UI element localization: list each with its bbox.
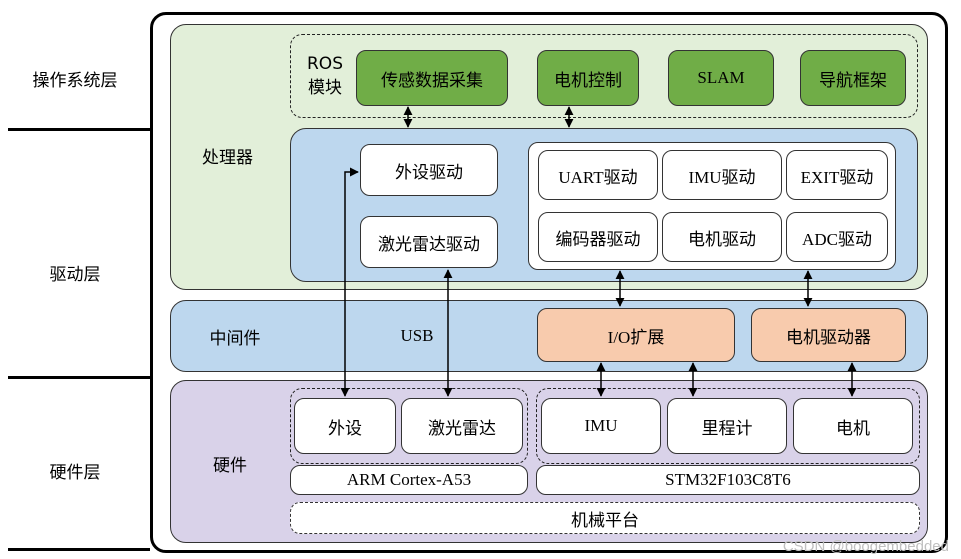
layer-divider xyxy=(8,128,150,131)
hw-imu: IMU xyxy=(541,398,661,454)
mechanical-platform: 机械平台 xyxy=(290,502,920,534)
driver-lidar: 激光雷达驱动 xyxy=(360,216,498,268)
driver-motor: 电机驱动 xyxy=(662,212,782,262)
ros-module-slam: SLAM xyxy=(668,50,774,106)
ros-module-motor-control: 电机控制 xyxy=(537,50,639,106)
hw-odometer: 里程计 xyxy=(667,398,787,454)
arm-chip: ARM Cortex-A53 xyxy=(290,465,528,495)
watermark: CSDN @boogembedded xyxy=(782,538,949,555)
driver-uart: UART驱动 xyxy=(538,150,658,200)
usb-label: USB xyxy=(400,326,434,345)
stm32-chip: STM32F103C8T6 xyxy=(536,465,920,495)
layer-label-hardware: 硬件层 xyxy=(49,463,101,483)
hardware-label: 硬件 xyxy=(213,455,247,476)
driver-exit: EXIT驱动 xyxy=(786,150,888,200)
processor-label: 处理器 xyxy=(202,147,253,168)
layer-divider xyxy=(8,548,150,551)
driver-adc: ADC驱动 xyxy=(786,212,888,262)
middleware-label: 中间件 xyxy=(209,328,261,349)
arm-device-group xyxy=(290,388,528,464)
driver-peripheral: 外设驱动 xyxy=(360,144,498,196)
layer-label-os: 操作系统层 xyxy=(32,71,118,91)
stm32-device-group xyxy=(536,388,920,464)
ros-label: ROS 模块 xyxy=(307,54,343,98)
driver-encoder: 编码器驱动 xyxy=(538,212,658,262)
io-expansion: I/O扩展 xyxy=(537,308,735,362)
driver-imu: IMU驱动 xyxy=(662,150,782,200)
hw-motor: 电机 xyxy=(793,398,913,454)
ros-module-sensor: 传感数据采集 xyxy=(356,50,508,106)
motor-driver-board: 电机驱动器 xyxy=(751,308,906,362)
ros-module-group xyxy=(290,34,918,118)
layer-divider xyxy=(8,376,150,379)
ros-module-navigation: 导航框架 xyxy=(800,50,906,106)
hw-lidar: 激光雷达 xyxy=(401,398,523,454)
layer-label-driver: 驱动层 xyxy=(49,265,101,285)
hw-peripheral: 外设 xyxy=(294,398,396,454)
